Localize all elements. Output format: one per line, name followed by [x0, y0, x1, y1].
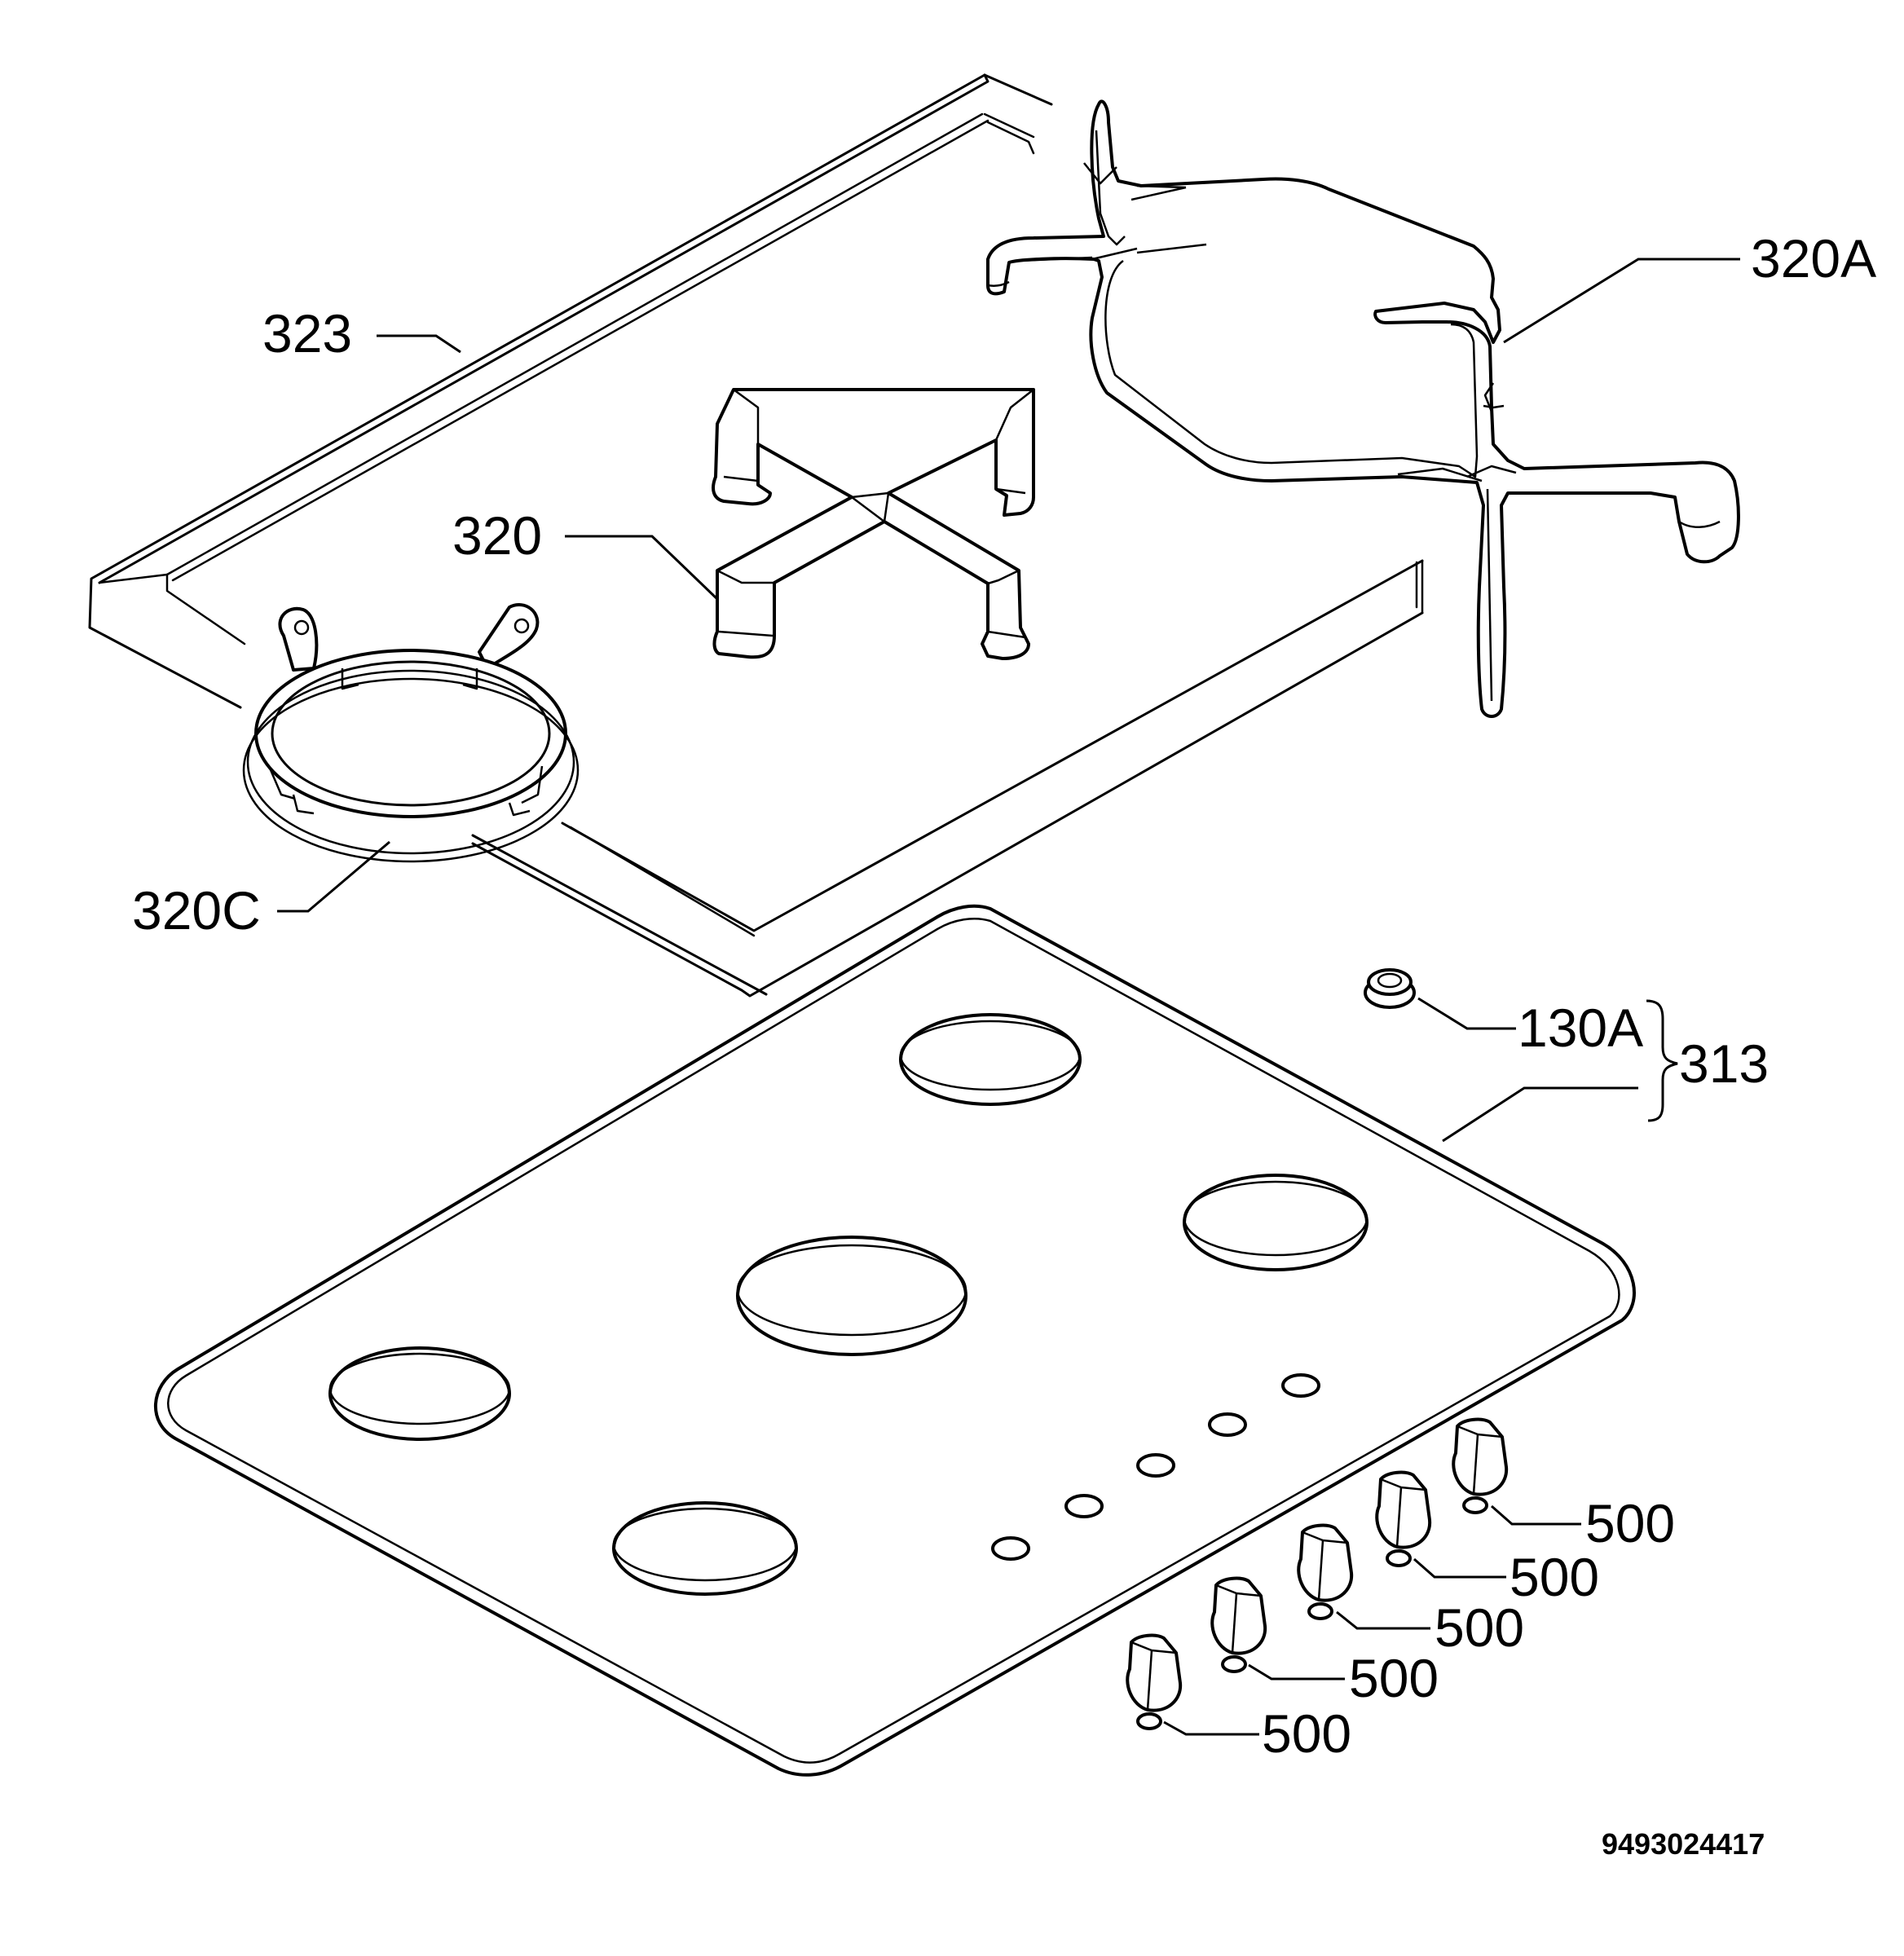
grid-320a: [986, 99, 1740, 718]
knob: [1452, 1417, 1509, 1514]
leader-323: [377, 334, 461, 354]
leader-320a: [1503, 258, 1740, 344]
label-313: 313: [1679, 1033, 1769, 1094]
knob: [1375, 1470, 1432, 1567]
label-320a: 320A: [1751, 228, 1876, 289]
knob: [1210, 1576, 1267, 1673]
label-320c: 320C: [132, 880, 261, 941]
grid-320: [712, 388, 1035, 660]
cap-130a: [1364, 968, 1416, 1009]
label-knob-4: 500: [1349, 1648, 1439, 1708]
leader-knob-2: [1413, 1557, 1506, 1579]
leader-320: [565, 535, 719, 601]
wok-ring-320c: [242, 603, 580, 863]
label-knob-2: 500: [1510, 1547, 1599, 1607]
document-number: 9493024417: [1602, 1827, 1765, 1861]
brace-313: [1646, 999, 1678, 1122]
hob-plate-313: [154, 904, 1636, 1777]
label-130a: 130A: [1518, 998, 1643, 1058]
frame-323: [88, 73, 1424, 998]
leader-313: [1442, 1086, 1638, 1143]
label-knob-1: 500: [1585, 1493, 1675, 1553]
leader-lines: [277, 258, 1740, 1736]
leader-130a: [1417, 997, 1516, 1030]
label-knob-3: 500: [1435, 1597, 1524, 1658]
knob: [1126, 1633, 1183, 1730]
knob: [1297, 1523, 1354, 1620]
leader-knob-3: [1336, 1610, 1430, 1630]
label-320: 320: [452, 505, 542, 566]
leader-knob-1: [1491, 1504, 1581, 1526]
label-323: 323: [262, 303, 352, 363]
label-knob-5: 500: [1262, 1703, 1351, 1764]
leader-320c: [277, 840, 390, 913]
callout-labels: 323 320A 320 320C 130A 313 500 500 500 5…: [132, 228, 1876, 1861]
knobs-500: [1126, 1417, 1509, 1730]
leader-knob-4: [1248, 1663, 1345, 1681]
leader-knob-5: [1163, 1720, 1259, 1736]
